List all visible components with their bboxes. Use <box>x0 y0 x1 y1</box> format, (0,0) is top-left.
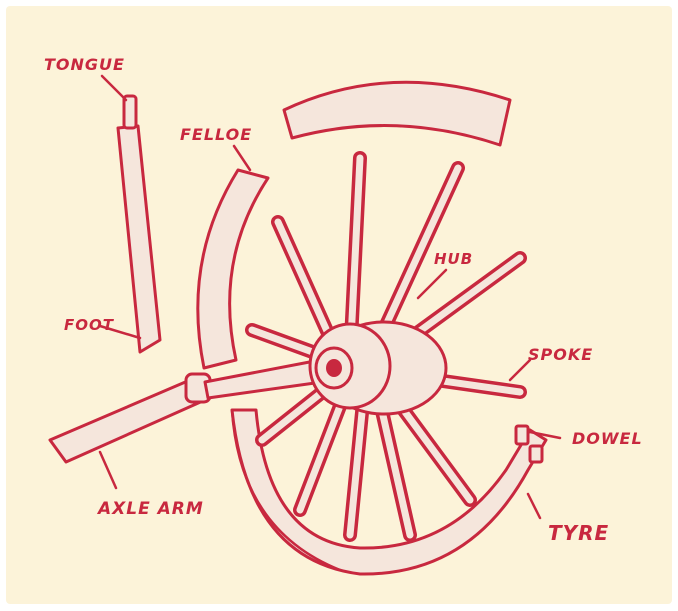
label-spoke: SPOKE <box>528 345 593 364</box>
label-tyre: TYRE <box>548 521 609 545</box>
label-foot: FOOT <box>64 316 115 334</box>
label-dowel: DOWEL <box>572 429 643 448</box>
label-hub: HUB <box>434 250 473 268</box>
label-tongue: TONGUE <box>44 55 125 74</box>
label-axle-arm: AXLE ARM <box>96 499 204 519</box>
hub-part <box>310 322 446 414</box>
label-felloe: FELLOE <box>180 125 252 144</box>
